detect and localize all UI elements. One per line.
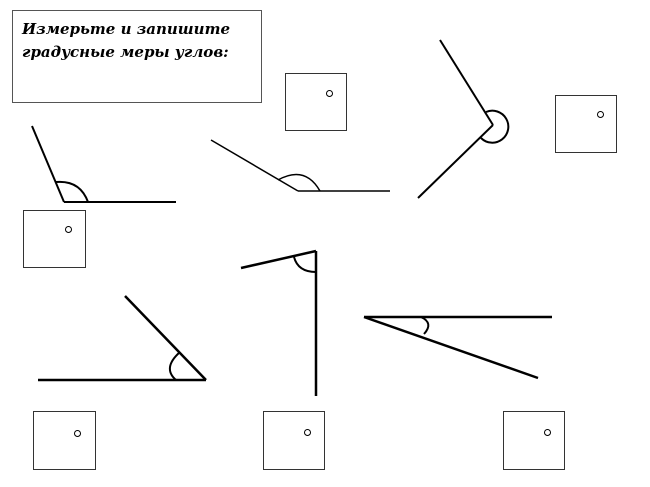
instruction-box <box>12 10 262 103</box>
angle-arc <box>420 316 430 335</box>
answer-box-2[interactable] <box>555 95 617 153</box>
angle-4 <box>38 295 207 382</box>
angle-6 <box>363 315 552 380</box>
angle-arc <box>480 109 510 144</box>
angle-arc <box>169 351 181 381</box>
answer-box-3[interactable] <box>23 210 86 268</box>
angle-1 <box>31 125 176 203</box>
degree-icon <box>304 429 311 436</box>
angle-arc <box>277 173 321 192</box>
degree-icon <box>597 111 604 118</box>
angle-arc <box>293 256 317 273</box>
angle-arc <box>55 180 89 203</box>
angle-2 <box>210 139 390 192</box>
degree-icon <box>326 90 333 97</box>
answer-box-6[interactable] <box>503 411 565 470</box>
degree-icon <box>65 226 72 233</box>
answer-box-1[interactable] <box>285 73 347 131</box>
degree-icon <box>74 430 81 437</box>
angle-5 <box>240 249 318 396</box>
instruction-text: Измерьте и запишите градусные меры углов… <box>22 20 230 61</box>
angle-3 <box>417 39 510 199</box>
answer-box-4[interactable] <box>33 411 96 470</box>
degree-icon <box>544 429 551 436</box>
answer-box-5[interactable] <box>263 411 325 470</box>
